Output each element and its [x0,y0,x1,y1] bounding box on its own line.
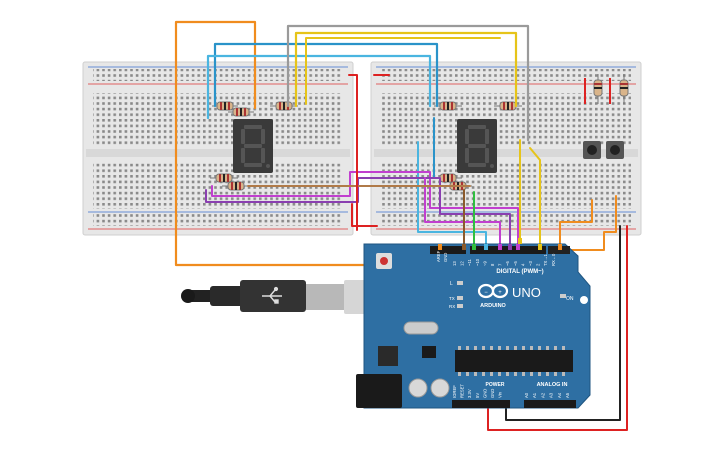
digital-pin-label: ~9 [482,261,487,266]
aref-pin-label: AREF [436,250,441,262]
wire-lightblue[interactable] [206,54,432,120]
resistor-vertical [593,74,603,104]
analog-pin-label: A4 [557,392,562,398]
power-label: POWER [486,382,505,388]
segments-right [465,125,494,168]
rx-led-label: RX [449,304,455,309]
digital-pin-label: 12 [460,261,465,266]
digital-pin-label: 2 [536,263,541,266]
svg-text:−: − [484,290,488,296]
usb-cable [181,280,394,314]
wire-yellow[interactable] [529,147,541,249]
wire-blue[interactable] [213,42,439,108]
atmega-chip [455,350,573,372]
board-logo: UNO [512,285,541,300]
header-digital-left [430,246,466,254]
l-led-label: L [450,281,453,287]
wire-red-5v[interactable] [487,225,628,431]
wire-orange[interactable] [564,195,617,251]
analog-pin-label: A0 [524,392,529,398]
digital-pin-label: TX→1 [543,253,548,266]
wire-pins [438,238,562,250]
digital-pin-label: RX←0 [551,253,556,266]
wire-yellow[interactable] [305,37,501,105]
breadboard-right [370,61,642,236]
wire-gray[interactable] [286,24,530,142]
wire-yellow[interactable] [294,31,518,108]
display-right [457,119,497,173]
power-pin-label: RESET [460,384,465,398]
on-led-label: ON [566,296,574,302]
display-left [233,119,273,173]
digital-pin-label: ~11 [467,259,472,266]
wire-black-gnd[interactable] [505,225,621,421]
wire-red[interactable] [351,203,378,227]
resistor [228,107,254,117]
resistor [494,101,522,111]
breadboard-left [82,61,354,236]
arduino-logo-icon [477,283,509,299]
reset-button-cap[interactable] [380,257,388,265]
wire-orange[interactable] [559,199,593,247]
segments-left [241,125,270,168]
header-power [452,400,510,408]
gnd-pin-label: GND [443,253,448,262]
push-button[interactable] [606,141,624,159]
header-analog [524,400,576,408]
digital-pin-label: 13 [452,261,457,266]
tx-led-label: TX [449,296,455,301]
arduino-uno: − + UNO ARDUINO DIGITAL (PWM~) ANALOG IN… [356,243,591,409]
resistor-vertical [619,74,629,104]
digital-pin-label: 8 [490,263,495,266]
digital-pin-label: ~10 [475,258,480,266]
resistor [222,181,250,191]
wire-magenta[interactable] [424,177,501,249]
svg-text:+: + [498,290,502,296]
wire-magenta[interactable] [211,171,519,249]
wires [174,20,628,431]
analog-pin-label: A3 [549,392,554,398]
wire-purple[interactable] [205,177,511,249]
power-pin-label: 3.3V [467,389,472,398]
analog-pin-label: A2 [540,392,545,398]
dc-jack [356,374,402,408]
analog-pin-label: A5 [565,392,570,398]
analog-label: ANALOG IN [537,382,568,388]
digital-pin-label: ~6 [505,261,510,266]
board-brand: ARDUINO [480,303,506,309]
power-pin-label: IOREF [452,385,457,398]
resistor [212,101,238,111]
resistor [210,173,238,183]
push-button[interactable] [583,141,601,159]
usb-icon [262,286,282,304]
digital-pin-label: 7 [498,263,503,266]
wire-red[interactable] [348,74,358,231]
resistor [434,101,462,111]
power-pin-label: Vin [498,391,503,398]
power-pin-label: GND [490,389,495,398]
digital-label: DIGITAL (PWM~) [496,269,543,275]
power-pin-label: 5V [475,393,480,398]
digital-pin-label: 4 [520,263,525,266]
analog-pin-label: A1 [532,392,537,398]
power-pin-label: GND [482,389,487,398]
digital-pin-label: ~3 [528,261,533,266]
digital-pin-label: ~5 [513,261,518,266]
